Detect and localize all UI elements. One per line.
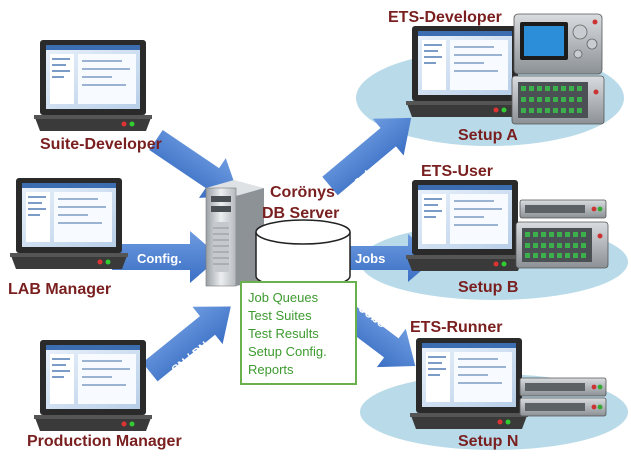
arrow-label-user: Jobs: [355, 251, 385, 266]
rack-unit-icon: [519, 377, 607, 397]
database-cylinder-icon: [255, 219, 351, 289]
db-content-item: Test Suites: [248, 308, 312, 323]
arrow-prod-to-server: [142, 306, 231, 382]
ets-developer-label: ETS-Developer: [388, 9, 502, 26]
test-instrument-icon: [511, 13, 605, 125]
arrow-server-to-runner: [337, 303, 416, 368]
lab-manager-label: LAB Manager: [8, 281, 111, 298]
db-server-label-line1: Corönys: [270, 184, 335, 201]
ets-runner-laptop-icon: [410, 338, 528, 429]
rack-unit-icon: [519, 199, 607, 219]
setup-n-label: Setup N: [458, 433, 518, 450]
production-manager-label: Production Manager: [27, 433, 182, 450]
db-content-item: Test Results: [248, 326, 319, 341]
arrow-lab-to-server: [112, 231, 220, 283]
ets-runner-label: ETS-Runner: [410, 319, 502, 336]
ets-user-laptop-icon: [406, 180, 524, 271]
production-manager-laptop-icon: [34, 340, 152, 431]
db-content-item: Reports: [248, 362, 294, 377]
lab-manager-laptop-icon: [10, 178, 128, 269]
arrow-server-to-dev: [322, 117, 412, 196]
suite-developer-label: Suite-Developer: [40, 136, 162, 153]
arrow-label-lab: Config.: [137, 251, 182, 266]
ets-developer-laptop-icon: [406, 26, 524, 117]
rack-unit-icon: [515, 221, 609, 269]
db-content-item: Job Queues: [248, 290, 319, 305]
setup-b-label: Setup B: [458, 279, 518, 296]
ets-user-label: ETS-User: [421, 163, 493, 180]
db-contents-box: [240, 281, 357, 385]
db-server-label-line2: DB Server: [262, 205, 339, 222]
suite-developer-laptop-icon: [34, 40, 152, 131]
arrow-suite-to-server: [149, 130, 239, 198]
db-content-item: Setup Config.: [248, 344, 327, 359]
setup-a-label: Setup A: [458, 127, 518, 144]
rack-unit-icon: [519, 397, 607, 417]
